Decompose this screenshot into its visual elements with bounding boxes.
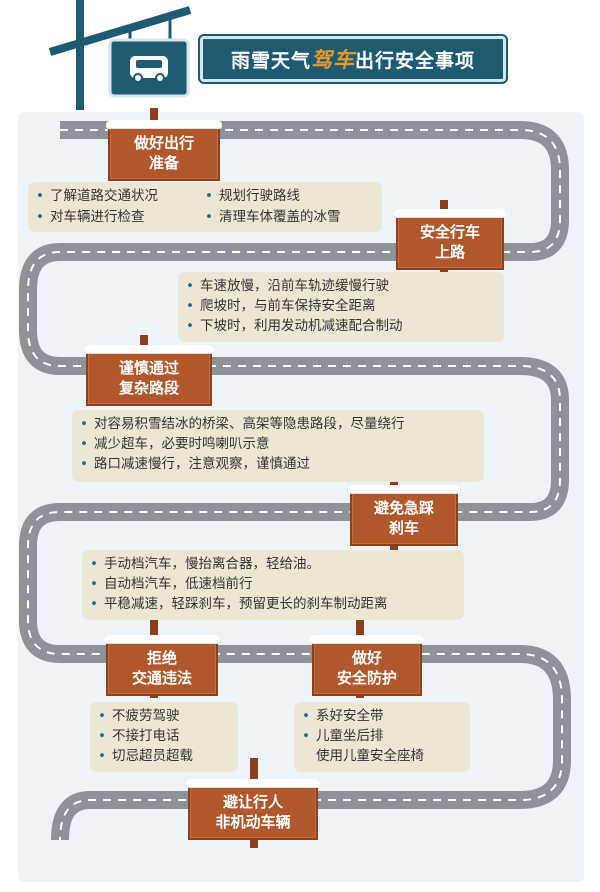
hanging-sign-frame bbox=[48, 0, 192, 110]
sign-line-2: 上路 bbox=[434, 243, 465, 261]
list-item: •对车辆进行检查 bbox=[36, 209, 145, 225]
info-box-safety-protection: •系好安全带 •儿童坐后排 使用儿童安全座椅 bbox=[294, 702, 470, 772]
snow-cap bbox=[186, 779, 320, 787]
sign-line-1: 避免急踩 bbox=[373, 499, 434, 517]
title-text-end: 出行安全事项 bbox=[355, 49, 476, 72]
list-item: •车速放慢，沿前车轨迹缓慢行驶 bbox=[186, 278, 389, 294]
list-item: •下坡时，利用发动机减速配合制动 bbox=[186, 318, 403, 334]
page-title: 雨雪天气驾车出行安全事项 bbox=[200, 36, 506, 82]
list-item: 使用儿童安全座椅 bbox=[316, 748, 424, 764]
list-item: •儿童坐后排 bbox=[302, 728, 384, 744]
info-box-complex-roads: •对容易积雪结冰的桥梁、高架等隐患路段，尽量绕行 •减少超车，必要时鸣喇叭示意 … bbox=[72, 410, 484, 482]
sign-line-1: 拒绝 bbox=[146, 649, 177, 667]
sign-line-2: 刹车 bbox=[388, 519, 419, 537]
sign-line-1: 避让行人 bbox=[222, 793, 283, 811]
info-box-safe-driving: •车速放慢，沿前车轨迹缓慢行驶 •爬坡时，与前车保持安全距离 •下坡时，利用发动… bbox=[178, 272, 504, 342]
snow-cap bbox=[310, 635, 424, 643]
sign-line-2: 准备 bbox=[148, 154, 179, 172]
road-center-line bbox=[27, 129, 563, 841]
list-item: •清理车体覆盖的冰雪 bbox=[205, 209, 341, 225]
sign-yield-pedestrians: 避让行人 非机动车辆 bbox=[186, 779, 320, 840]
sign-complex-roads: 谨慎通过 复杂路段 bbox=[84, 345, 214, 406]
snow-cap bbox=[84, 345, 214, 353]
list-item: •手动档汽车，慢抬离合器，轻给油。 bbox=[90, 556, 320, 572]
info-box-braking: •手动档汽车，慢抬离合器，轻给油。 •自动档汽车，低速档前行 •平稳减速，轻踩刹… bbox=[82, 550, 464, 620]
sign-line-1: 谨慎通过 bbox=[118, 359, 179, 377]
snow-cap bbox=[106, 120, 222, 128]
sign-line-2: 非机动车辆 bbox=[215, 813, 291, 831]
sign-line-2: 复杂路段 bbox=[118, 379, 179, 397]
sign-line-1: 安全行车 bbox=[419, 223, 480, 241]
list-item: •对容易积雪结冰的桥梁、高架等隐患路段，尽量绕行 bbox=[80, 416, 405, 432]
list-item: •爬坡时，与前车保持安全距离 bbox=[186, 298, 376, 314]
snow-cap bbox=[348, 485, 460, 493]
title-text-start: 雨雪天气 bbox=[230, 49, 311, 72]
title-text-highlight: 驾车 bbox=[311, 48, 355, 72]
list-item: •平稳减速，轻踩刹车，预留更长的刹车制动距离 bbox=[90, 596, 388, 612]
list-item: •系好安全带 bbox=[302, 708, 384, 724]
sign-safety-protection: 做好 安全防护 bbox=[310, 635, 424, 696]
sign-line-2: 交通违法 bbox=[131, 669, 192, 687]
sign-line-1: 做好 bbox=[351, 649, 382, 667]
car-icon bbox=[130, 56, 168, 83]
snow-cap bbox=[104, 635, 220, 643]
sign-safe-driving: 安全行车 上路 bbox=[394, 209, 506, 270]
sign-line-2: 安全防护 bbox=[336, 669, 397, 687]
snow-cap bbox=[394, 209, 506, 217]
list-item: •自动档汽车，低速档前行 bbox=[90, 576, 253, 592]
sign-avoid-hard-braking: 避免急踩 刹车 bbox=[348, 485, 460, 546]
list-item: •路口减速慢行，注意观察，谨慎通过 bbox=[80, 456, 310, 472]
sign-preparation: 做好出行 准备 bbox=[106, 120, 222, 181]
sign-no-violations: 拒绝 交通违法 bbox=[104, 635, 220, 696]
list-item: •切忌超员超载 bbox=[98, 748, 193, 764]
list-item: •不接打电话 bbox=[98, 728, 180, 744]
list-item: •规划行驶路线 bbox=[205, 188, 300, 204]
info-box-no-violations: •不疲劳驾驶 •不接打电话 •切忌超员超载 bbox=[90, 702, 238, 772]
list-item: •了解道路交通状况 bbox=[36, 188, 158, 204]
list-item: •不疲劳驾驶 bbox=[98, 708, 180, 724]
sign-line-1: 做好出行 bbox=[133, 134, 194, 152]
list-item: •减少超车，必要时鸣喇叭示意 bbox=[80, 436, 270, 452]
info-box-preparation: •了解道路交通状况 •规划行驶路线 •对车辆进行检查 •清理车体覆盖的冰雪 bbox=[28, 182, 382, 232]
